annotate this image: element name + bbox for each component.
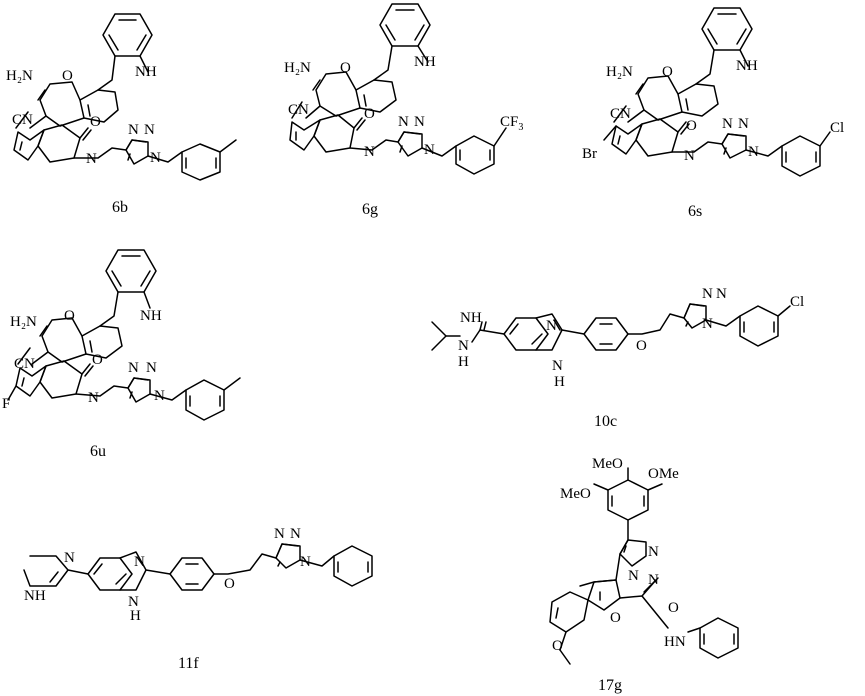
- label-h2n: H₂N: [606, 64, 633, 80]
- label-n: N: [128, 122, 139, 138]
- label-o: O: [636, 338, 647, 354]
- label-n: N: [154, 388, 165, 404]
- label-n: N: [702, 286, 713, 302]
- label-n: N: [274, 526, 285, 542]
- label-n: N: [414, 114, 425, 130]
- label-o: O: [552, 638, 563, 654]
- label-n: N: [628, 568, 639, 584]
- label-n: N: [300, 554, 311, 570]
- compound-label-11f: 11f: [178, 655, 199, 672]
- label-n: N: [552, 358, 563, 374]
- structure-10c: NH N H N N H O N N N Cl 10c: [431, 286, 804, 430]
- label-n: N: [738, 116, 749, 132]
- structure-6s: H₂N O NH CN O Br N N N N Cl 6s: [582, 7, 844, 220]
- compound-label-6g: 6g: [362, 201, 378, 218]
- label-nh: NH: [135, 64, 157, 80]
- label-h: H: [130, 608, 141, 624]
- label-cn: CN: [288, 102, 309, 118]
- compound-label-6s: 6s: [688, 203, 702, 220]
- label-ome: OMe: [648, 466, 679, 482]
- label-n: N: [144, 122, 155, 138]
- label-o: O: [64, 308, 75, 324]
- label-o: O: [62, 68, 73, 84]
- label-n: N: [88, 390, 99, 406]
- label-f: F: [2, 396, 10, 412]
- compound-label-6u: 6u: [90, 443, 106, 460]
- label-cf3: CF3: [500, 114, 523, 133]
- label-n: N: [458, 338, 469, 354]
- label-n: N: [150, 150, 161, 166]
- label-cn: CN: [14, 356, 35, 372]
- label-cl: Cl: [830, 120, 844, 136]
- compound-label-17g: 17g: [598, 677, 622, 694]
- label-o: O: [90, 114, 101, 130]
- label-n: N: [722, 116, 733, 132]
- label-cn: CN: [12, 112, 33, 128]
- label-nh: NH: [460, 310, 482, 326]
- structure-6b: H₂N O NH CN O N N N N 6b: [6, 13, 237, 216]
- label-o: O: [662, 64, 673, 80]
- label-o: O: [686, 118, 697, 134]
- label-h2n: H₂N: [6, 68, 33, 84]
- label-h2n: H₂N: [10, 314, 37, 330]
- label-n: N: [364, 144, 375, 160]
- label-nh: NH: [24, 588, 46, 604]
- label-cl: Cl: [790, 294, 804, 310]
- label-nh: NH: [414, 54, 436, 70]
- label-h: H: [554, 374, 565, 390]
- structure-6u: H₂N O NH CN O F N N N N 6u: [2, 249, 241, 460]
- label-nh: NH: [140, 308, 162, 324]
- structure-11f: N NH N N H O N N N 11f: [23, 526, 373, 672]
- label-o: O: [92, 352, 103, 368]
- label-n: N: [748, 144, 759, 160]
- label-n: N: [424, 142, 435, 158]
- label-meo: MeO: [592, 456, 623, 472]
- structure-6g: H₂N O NH CN O N N N N CF3 6g: [284, 3, 523, 218]
- label-o: O: [610, 610, 621, 626]
- label-o: O: [224, 576, 235, 592]
- label-o: O: [340, 60, 351, 76]
- structure-17g: MeO OMe MeO N N N O O O HN 17g: [549, 456, 739, 694]
- label-n: N: [134, 554, 145, 570]
- label-nh: NH: [736, 58, 758, 74]
- label-br: Br: [582, 146, 597, 162]
- label-hn: HN: [664, 634, 686, 650]
- label-n: N: [648, 572, 659, 588]
- label-n: N: [128, 360, 139, 376]
- label-h2n: H₂N: [284, 60, 311, 76]
- label-n: N: [684, 148, 695, 164]
- compound-label-10c: 10c: [594, 413, 617, 430]
- label-meo: MeO: [560, 486, 591, 502]
- label-n: N: [702, 316, 713, 332]
- label-n: N: [290, 526, 301, 542]
- compound-label-6b: 6b: [112, 199, 128, 216]
- label-o: O: [364, 106, 375, 122]
- label-n: N: [716, 286, 727, 302]
- label-n: N: [64, 550, 75, 566]
- label-n: N: [648, 544, 659, 560]
- label-n: N: [146, 360, 157, 376]
- label-n: N: [128, 594, 139, 610]
- label-n: N: [398, 114, 409, 130]
- label-n: N: [86, 151, 97, 167]
- label-cn: CN: [610, 106, 631, 122]
- label-n: N: [546, 318, 557, 334]
- label-h: H: [458, 354, 469, 370]
- label-o: O: [668, 600, 679, 616]
